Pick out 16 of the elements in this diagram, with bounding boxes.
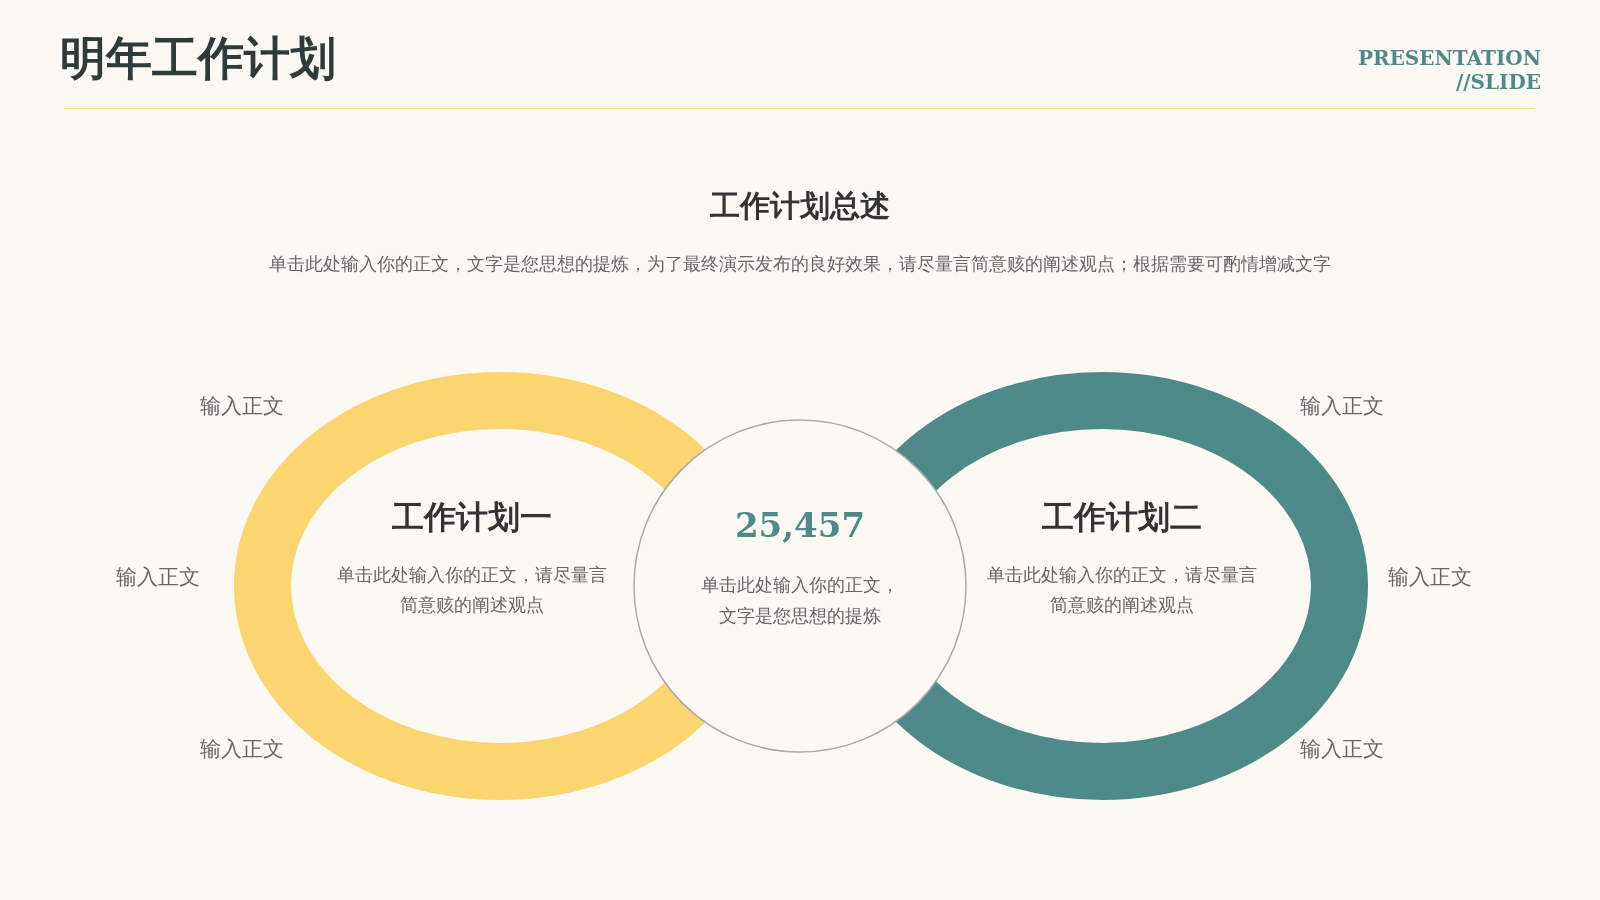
intro-text: 单击此处输入你的正文，文字是您思想的提炼，为了最终演示发布的良好效果，请尽量言简意赅的阐述观点；根据需要可酌情增减文字 xyxy=(268,252,1332,276)
side-label: 输入正文 xyxy=(116,564,201,591)
side-label: 输入正文 xyxy=(1388,564,1473,591)
plan-heading: 工作计划一 xyxy=(391,497,553,538)
side-label: 输入正文 xyxy=(200,736,285,763)
plan-text: 单击此处输入你的正文，请尽量言简意赅的阐述观点 xyxy=(986,563,1258,617)
side-label: 输入正文 xyxy=(200,393,285,420)
stat-number: 25,457 xyxy=(733,505,867,545)
plan-heading: 工作计划二 xyxy=(1041,497,1203,538)
side-label: 输入正文 xyxy=(1300,393,1385,420)
stat-text: 单击此处输入你的正文，文字是您思想的提炼 xyxy=(700,573,900,628)
page-title: 明年工作计划 xyxy=(60,30,336,87)
side-label: 输入正文 xyxy=(1300,736,1385,763)
header-tag: PRESENTATION //SLIDE xyxy=(1300,46,1541,94)
plan-text: 单击此处输入你的正文，请尽量言简意赅的阐述观点 xyxy=(336,563,608,617)
section-heading: 工作计划总述 xyxy=(709,187,891,225)
